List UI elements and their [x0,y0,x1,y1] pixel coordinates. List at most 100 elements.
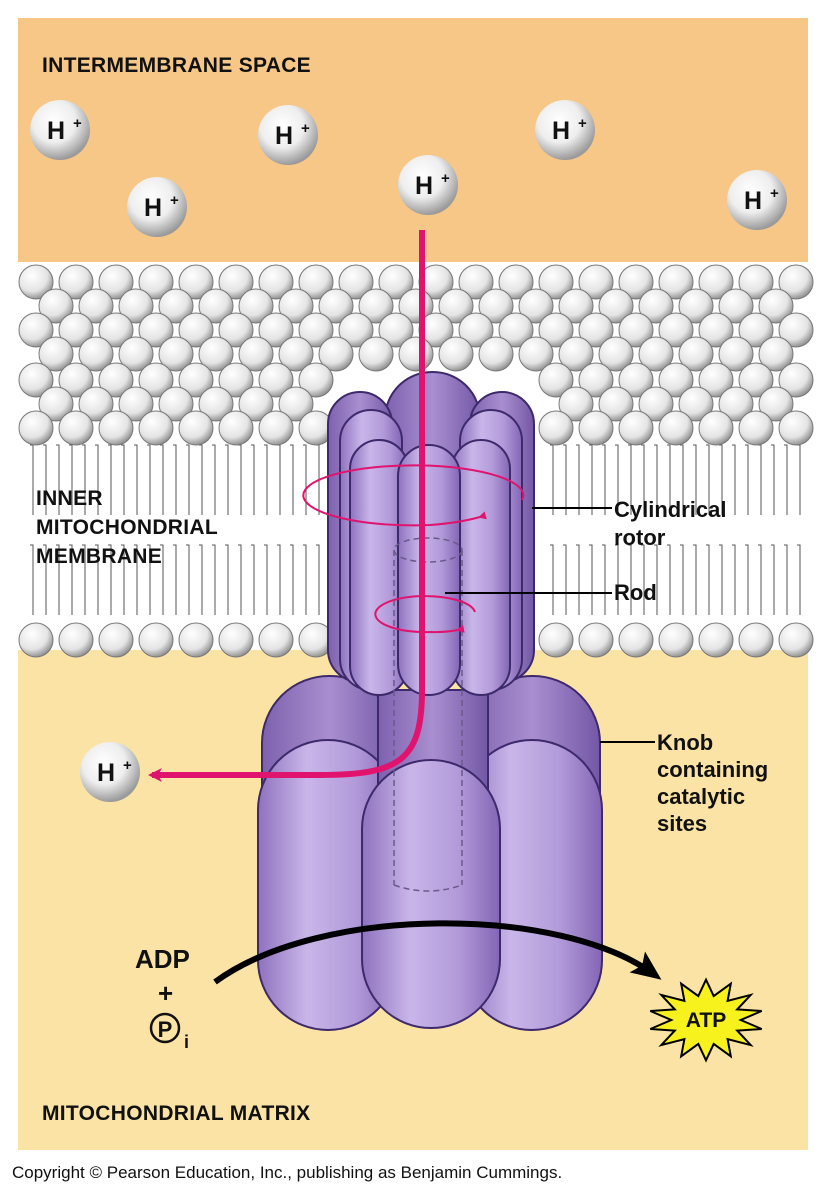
lipid-head [218,264,254,300]
lipid-head [698,622,734,658]
lipid-head [138,410,174,446]
lipid-head [158,336,194,372]
lipid-head [198,288,234,324]
lipid-head [138,312,174,348]
lipid-head [738,362,774,398]
lipid-head [158,288,194,324]
lipid-tail [771,544,775,615]
lipid-head [218,622,254,658]
lipid-head [178,622,214,658]
lipid-tail [56,444,60,515]
intermembrane-space-region [18,18,808,298]
lipid-tail [576,444,580,515]
lipid-tail [251,544,255,615]
lipid-tail [134,444,138,515]
lipid-head [478,336,514,372]
lipid-tail [732,444,736,515]
lipid-head [598,336,634,372]
lipid-head [618,264,654,300]
lipid-head [358,288,394,324]
proton-ions: H+H+H+H+H+H+H+ [30,100,787,802]
lipid-tail [225,544,229,615]
lipid-head [258,362,294,398]
svg-text:H: H [415,172,433,200]
lipid-head [298,264,334,300]
lipid-tail [303,544,307,615]
lipid-tail [771,444,775,515]
lipid-head [258,264,294,300]
lipid-head [98,410,134,446]
lipid-head [598,288,634,324]
lipid-head [118,336,154,372]
lipid-head [178,410,214,446]
lipid-head [578,264,614,300]
lipid-head [178,312,214,348]
lipid-tail [693,444,697,515]
lipid-tail [212,544,216,615]
svg-text:+: + [123,757,132,774]
lipid-tail [121,544,125,615]
svg-text:+: + [170,192,179,209]
lipid-head [778,362,814,398]
mitochondrial-matrix-label: MITOCHONDRIAL MATRIX [42,1102,311,1125]
lipid-tail [784,544,788,615]
lipid-tail [147,544,151,615]
lipid-head [538,362,574,398]
lipid-tail [238,444,242,515]
lipid-head [598,386,634,422]
lipid-head [198,336,234,372]
lipid-head [618,622,654,658]
lipid-tail [602,544,606,615]
lipid-head [338,312,374,348]
lipid-head [538,622,574,658]
lipid-tail [43,544,47,615]
lipid-head [698,362,734,398]
lipid-head [738,622,774,658]
lipid-head [678,288,714,324]
lipid-head [238,336,274,372]
lipid-tail [615,544,619,615]
lipid-tail [680,444,684,515]
lipid-head [698,312,734,348]
lipid-tail [667,544,671,615]
rod-label: Rod [614,580,657,605]
lipid-tail [784,444,788,515]
lipid-head [458,264,494,300]
svg-text:H: H [97,759,115,787]
lipid-tail [667,444,671,515]
proton-ion: H+ [127,177,187,237]
lipid-head [38,386,74,422]
lipid-head [778,410,814,446]
lipid-tail [732,544,736,615]
lipid-head [558,288,594,324]
lipid-tail [719,444,723,515]
svg-text:+: + [73,115,82,132]
lipid-head [18,312,54,348]
lipid-tail [95,444,99,515]
lipid-tail [56,544,60,615]
lipid-head [238,288,274,324]
lipid-head [78,288,114,324]
lipid-head [58,362,94,398]
lipid-head [538,312,574,348]
svg-text:H: H [744,187,762,215]
rod [393,537,463,892]
lipid-head [638,336,674,372]
lipid-head [98,622,134,658]
lipid-head [438,336,474,372]
lipid-tail [95,544,99,615]
lipid-tail [264,544,268,615]
lipid-head [558,336,594,372]
lipid-head [778,622,814,658]
lipid-tail [693,544,697,615]
lipid-tail [563,544,567,615]
lipid-head [758,288,794,324]
proton-ion: H+ [398,155,458,215]
adp-label: ADP [135,944,190,974]
rotor-rotation-arrow [302,464,525,527]
catalytic-knob [257,675,603,1031]
lipid-head [278,288,314,324]
lipid-tail [121,444,125,515]
lipid-tail [160,444,164,515]
lipid-head [18,362,54,398]
